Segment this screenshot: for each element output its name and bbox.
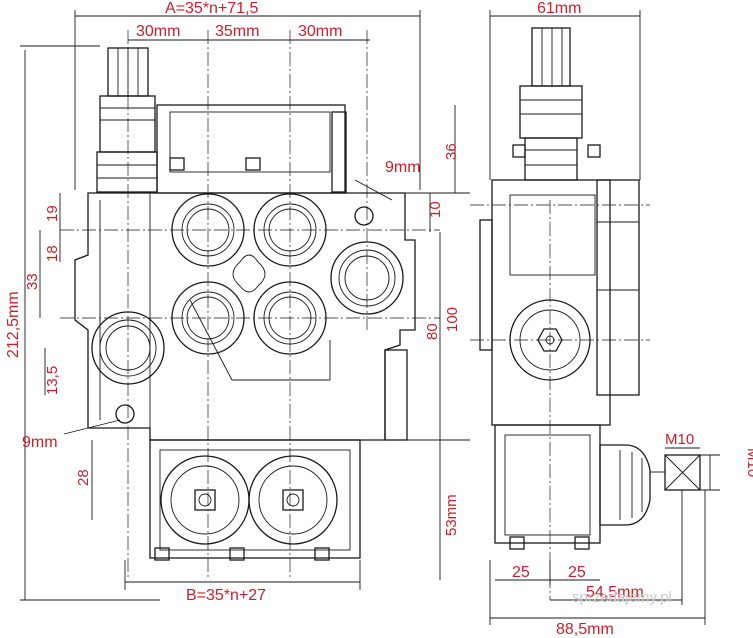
dim-width-total: A=35*n+71,5 bbox=[165, 0, 259, 17]
dim-width-bottom: B=35*n+27 bbox=[186, 587, 266, 604]
watermark: sprzedajemy.pl bbox=[572, 589, 672, 606]
lever-assembly bbox=[96, 47, 158, 193]
front-dimensions bbox=[20, 10, 470, 601]
dim-height-total: 212,5mm bbox=[5, 291, 22, 358]
dim-port-33: 33 bbox=[24, 273, 41, 290]
dim-100: 100 bbox=[444, 307, 461, 332]
mount-hole-bottom bbox=[115, 404, 135, 424]
dim-side-25b: 25 bbox=[568, 564, 586, 581]
dim-side-25a: 25 bbox=[512, 564, 530, 581]
spool-block bbox=[149, 439, 361, 559]
dim-spacing-left: 30mm bbox=[136, 23, 180, 40]
dim-thread-h: M10 bbox=[665, 431, 694, 448]
dim-hole-bottom: 9mm bbox=[22, 434, 58, 451]
side-view bbox=[470, 27, 701, 600]
dim-36: 36 bbox=[443, 143, 460, 160]
dim-hole-top: 9mm bbox=[385, 159, 421, 176]
thread-fitting bbox=[664, 454, 701, 491]
dim-side-width-top: 61mm bbox=[537, 0, 581, 17]
side-spool bbox=[494, 424, 601, 544]
dim-28: 28 bbox=[75, 469, 92, 486]
front-view bbox=[60, 30, 440, 580]
dim-80: 80 bbox=[424, 323, 441, 340]
dim-10: 10 bbox=[427, 201, 444, 218]
dim-thread-v: M10 bbox=[744, 448, 753, 477]
dim-side-54-5: 54,5mm bbox=[586, 584, 644, 601]
dim-port-18: 18 bbox=[44, 245, 61, 262]
dim-spacing-right: 30mm bbox=[298, 23, 342, 40]
dim-port-13-5: 13,5 bbox=[44, 366, 61, 395]
mount-hole-top bbox=[354, 206, 374, 226]
side-dimensions bbox=[489, 10, 720, 625]
dim-side-88-5: 88,5mm bbox=[556, 621, 614, 638]
dim-53: 53mm bbox=[443, 494, 460, 536]
dim-spacing-mid: 35mm bbox=[215, 23, 259, 40]
dim-port-19: 19 bbox=[44, 205, 61, 222]
